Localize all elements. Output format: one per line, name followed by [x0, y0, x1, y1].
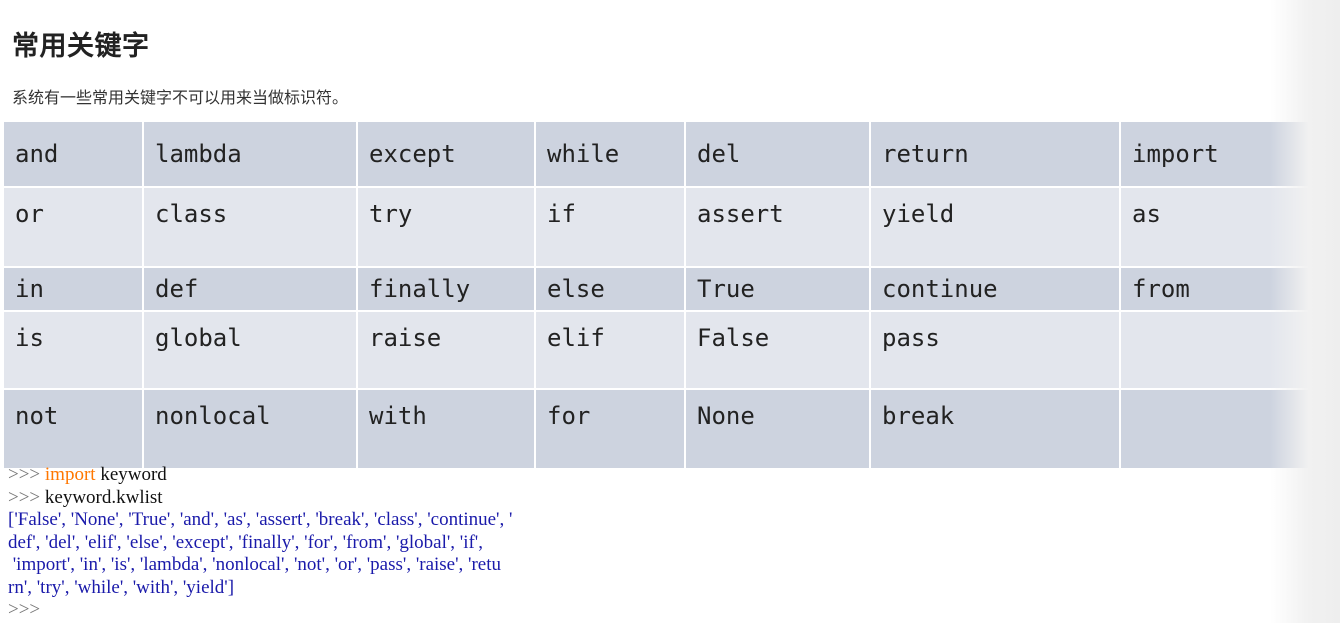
table-cell: is: [2, 310, 144, 390]
table-cell: nonlocal: [142, 388, 358, 470]
table-cell: or: [2, 186, 144, 268]
table-row: in def finally else True continue from: [2, 266, 1340, 312]
console-output-line: rn', 'try', 'while', 'with', 'yield']: [8, 576, 235, 598]
console-output-line: ['False', 'None', 'True', 'and', 'as', '…: [8, 509, 513, 530]
table-cell: raise: [356, 310, 536, 390]
table-cell: for: [534, 388, 686, 470]
python-console-output: >>> import keyword>>> keyword.kwlist['Fa…: [8, 464, 512, 622]
keyword-table: and lambda except while del return impor…: [2, 120, 1340, 470]
table-cell: as: [1119, 186, 1340, 268]
table-cell: yield: [869, 186, 1121, 268]
table-row: not nonlocal with for None break: [2, 388, 1340, 470]
table-cell: in: [2, 266, 144, 312]
table-row: is global raise elif False pass: [2, 310, 1340, 390]
table-cell: except: [356, 120, 536, 188]
table-cell: None: [684, 388, 871, 470]
table-cell: if: [534, 186, 686, 268]
console-line: >>>: [8, 599, 512, 622]
table-cell: from: [1119, 266, 1340, 312]
intro-text: 系统有一些常用关键字不可以用来当做标识符。: [12, 88, 349, 107]
console-prompt: >>>: [8, 599, 41, 620]
table-cell: try: [356, 186, 536, 268]
table-cell: import: [1119, 120, 1340, 188]
table-cell: and: [2, 120, 144, 188]
page-title: 常用关键字: [12, 31, 150, 62]
console-line: >>> import keyword: [8, 464, 512, 487]
table-cell: True: [684, 266, 871, 312]
table-cell: assert: [684, 186, 871, 268]
table-cell: finally: [356, 266, 536, 312]
console-prompt: >>>: [8, 464, 41, 485]
table-cell: del: [684, 120, 871, 188]
table-cell: [1119, 388, 1340, 470]
console-line: >>> keyword.kwlist: [8, 487, 512, 510]
table-cell: while: [534, 120, 686, 188]
table-cell: elif: [534, 310, 686, 390]
console-prompt: >>>: [8, 486, 41, 508]
table-cell: else: [534, 266, 686, 312]
table-cell: lambda: [142, 120, 358, 188]
table-cell: with: [356, 388, 536, 470]
table-cell: def: [142, 266, 358, 312]
table-cell: not: [2, 388, 144, 470]
table-cell: break: [869, 388, 1121, 470]
table-cell: global: [142, 310, 358, 390]
table-row: or class try if assert yield as: [2, 186, 1340, 268]
table-cell: [1119, 310, 1340, 390]
console-output-line: def', 'del', 'elif', 'else', 'except', '…: [8, 531, 483, 553]
table-cell: continue: [869, 266, 1121, 312]
table-cell: pass: [869, 310, 1121, 390]
table-row: and lambda except while del return impor…: [2, 120, 1340, 188]
console-keyword: import: [44, 464, 96, 485]
console-output-line: 'import', 'in', 'is', 'lambda', 'nonloca…: [8, 554, 501, 575]
table-cell: False: [684, 310, 871, 390]
table-cell: class: [142, 186, 358, 268]
console-command: keyword: [95, 464, 167, 485]
console-command: keyword.kwlist: [40, 486, 163, 508]
table-cell: return: [869, 120, 1121, 188]
